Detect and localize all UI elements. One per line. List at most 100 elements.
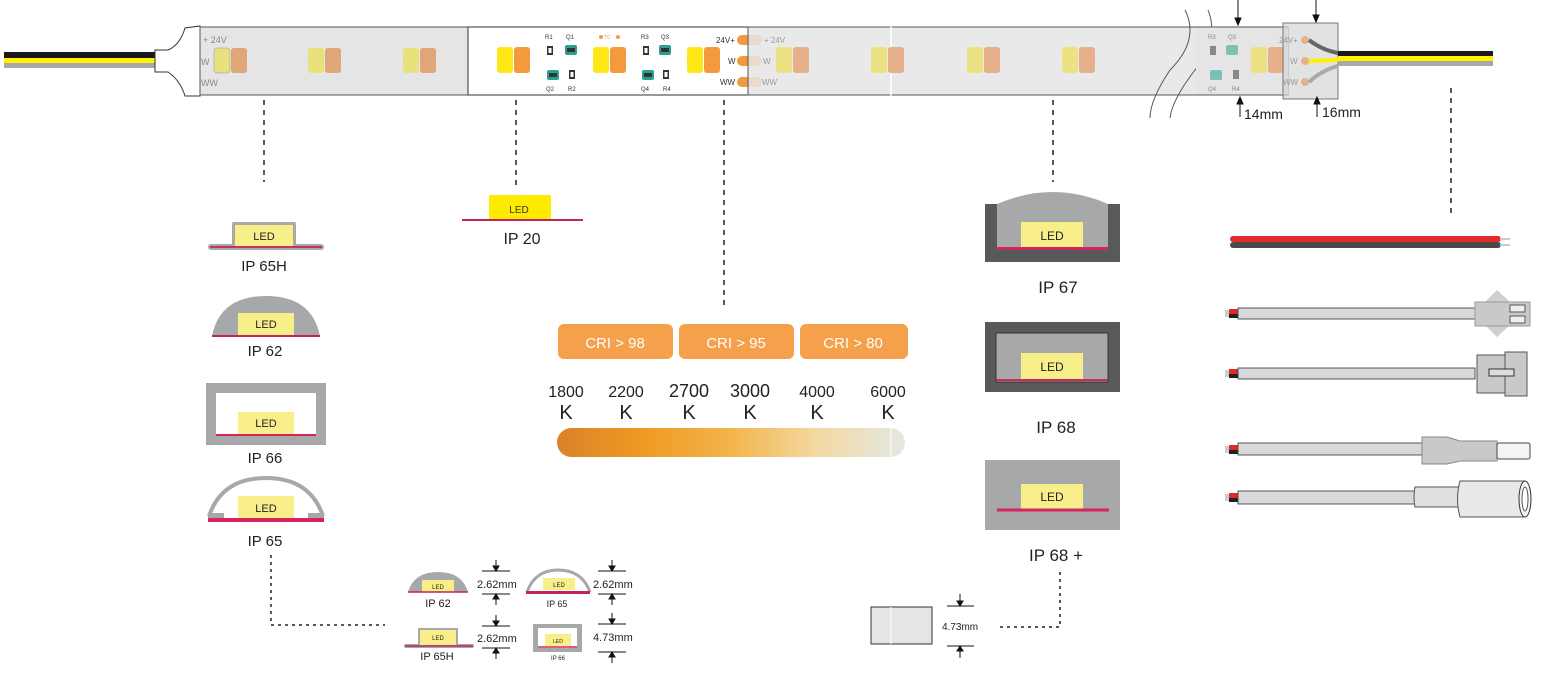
ip65-profile: LED	[207, 475, 325, 522]
small-ip65h-label: IP 65H	[420, 651, 453, 663]
ip65-label: IP 65	[248, 533, 283, 550]
cct-value-label: 6000	[870, 384, 906, 401]
ip62-profile: LED	[212, 296, 320, 337]
led-chip	[213, 47, 247, 74]
cct-value-label: 4000	[799, 384, 835, 401]
component-label: R2	[568, 87, 576, 93]
resistor-icon	[569, 70, 575, 79]
resistor-icon	[663, 70, 669, 79]
small-ip66: LED	[533, 624, 582, 652]
led-chip	[497, 47, 530, 73]
led-chip	[593, 47, 626, 73]
small-ip66-label: IP 66	[551, 656, 566, 662]
component-label: R3	[1208, 35, 1216, 41]
small-ip65-label: IP 65	[547, 599, 568, 609]
dimension-arrows	[482, 560, 626, 663]
dotted-connector	[270, 555, 1061, 628]
transistor-icon	[565, 45, 577, 55]
component-label: R4	[1232, 87, 1240, 93]
ip68-profile: LED	[985, 322, 1120, 392]
led-label: LED	[1040, 490, 1064, 504]
ip65h-profile: LED	[208, 222, 324, 250]
transistor-icon	[547, 70, 559, 80]
jst-female-connector-cable	[1225, 351, 1528, 397]
led-chip	[967, 47, 1000, 73]
component-label: Q4	[641, 87, 650, 93]
pin-label-24v: + 24V	[203, 35, 227, 45]
pad-label-24v: 24V+	[1279, 36, 1298, 45]
small-ip62-label: IP 62	[425, 598, 451, 610]
transistor-icon	[642, 70, 654, 80]
dimension-label: 2.62mm	[477, 579, 517, 591]
led-label: LED	[1040, 229, 1064, 243]
led-label: LED	[255, 418, 276, 430]
ip67-label: IP 67	[1038, 278, 1077, 297]
cct-unit-label: K	[559, 402, 573, 424]
led-chip	[308, 48, 341, 73]
right-wire-bundle	[1338, 51, 1493, 66]
pin-label-w: W	[201, 57, 210, 67]
cct-value-label: 2700	[669, 381, 709, 401]
cct-unit-label: K	[743, 402, 757, 424]
cct-unit-label: K	[810, 402, 824, 424]
led-label: LED	[509, 205, 528, 216]
leader-lines	[263, 88, 1452, 308]
svg-text:LED: LED	[432, 636, 444, 642]
resistor-icon	[547, 46, 553, 55]
ip66-profile: LED	[206, 383, 326, 445]
ip68plus-label: IP 68 +	[1029, 546, 1083, 565]
cct-unit-label: K	[682, 402, 696, 424]
cct-unit-label: K	[881, 402, 895, 424]
svg-text:LED: LED	[553, 639, 563, 645]
jst-male-connector-cable	[1225, 290, 1531, 337]
svg-text:CRI > 80: CRI > 80	[823, 335, 883, 352]
ip67-profile: LED	[985, 192, 1120, 262]
cct-unit-label: K	[619, 402, 633, 424]
cri-badge: CRI > 80	[800, 324, 908, 359]
pin-label-24v: + 24V	[764, 36, 786, 45]
ip68plus-cross-section	[870, 606, 933, 645]
led-label: LED	[253, 231, 274, 243]
dc-male-plug-cable	[1225, 436, 1531, 465]
width-dimension-arrows	[1234, 0, 1321, 117]
led-chip	[776, 47, 809, 73]
component-label: TC	[604, 35, 611, 41]
cct-value-label: 3000	[730, 381, 770, 401]
dimension-label: 2.62mm	[477, 633, 517, 645]
svg-text:LED: LED	[432, 585, 444, 591]
cct-value-label: 1800	[548, 384, 584, 401]
left-wire-bundle	[4, 52, 156, 68]
component-label: Q2	[546, 87, 555, 93]
pad-label-24v: 24V+	[716, 36, 735, 45]
dimension-label: 4.73mm	[593, 632, 633, 644]
dimension-label: 4.73mm	[942, 622, 978, 633]
svg-text:CRI > 95: CRI > 95	[706, 335, 766, 352]
small-ip62: LED	[408, 572, 468, 593]
bare-wire-cable	[1230, 236, 1510, 248]
led-label: LED	[255, 319, 276, 331]
ip66-label: IP 66	[248, 450, 283, 467]
led-chip	[403, 48, 436, 73]
width-16mm-label: 16mm	[1322, 104, 1361, 120]
led-label: LED	[255, 503, 276, 515]
pad-label-w: W	[728, 57, 736, 66]
led-chip	[687, 47, 720, 73]
width-14mm-label: 14mm	[1244, 106, 1283, 122]
led-chip	[1251, 47, 1284, 73]
led-label: LED	[1040, 360, 1064, 374]
pin-label-ww: WW	[762, 78, 778, 87]
component-label: R1	[545, 35, 553, 41]
led-chip	[871, 47, 904, 73]
svg-text:CRI > 98: CRI > 98	[585, 335, 645, 352]
pin-label-w: W	[763, 57, 771, 66]
component-label: Q3	[661, 35, 670, 41]
led-chip	[1062, 47, 1095, 73]
pad-label-ww: WW	[1283, 78, 1299, 87]
pin-label-ww: WW	[201, 78, 218, 88]
component-label: R3	[641, 35, 649, 41]
dimension-arrows	[947, 594, 974, 658]
ip68plus-profile: LED	[985, 460, 1120, 530]
left-end-cap	[154, 25, 201, 97]
